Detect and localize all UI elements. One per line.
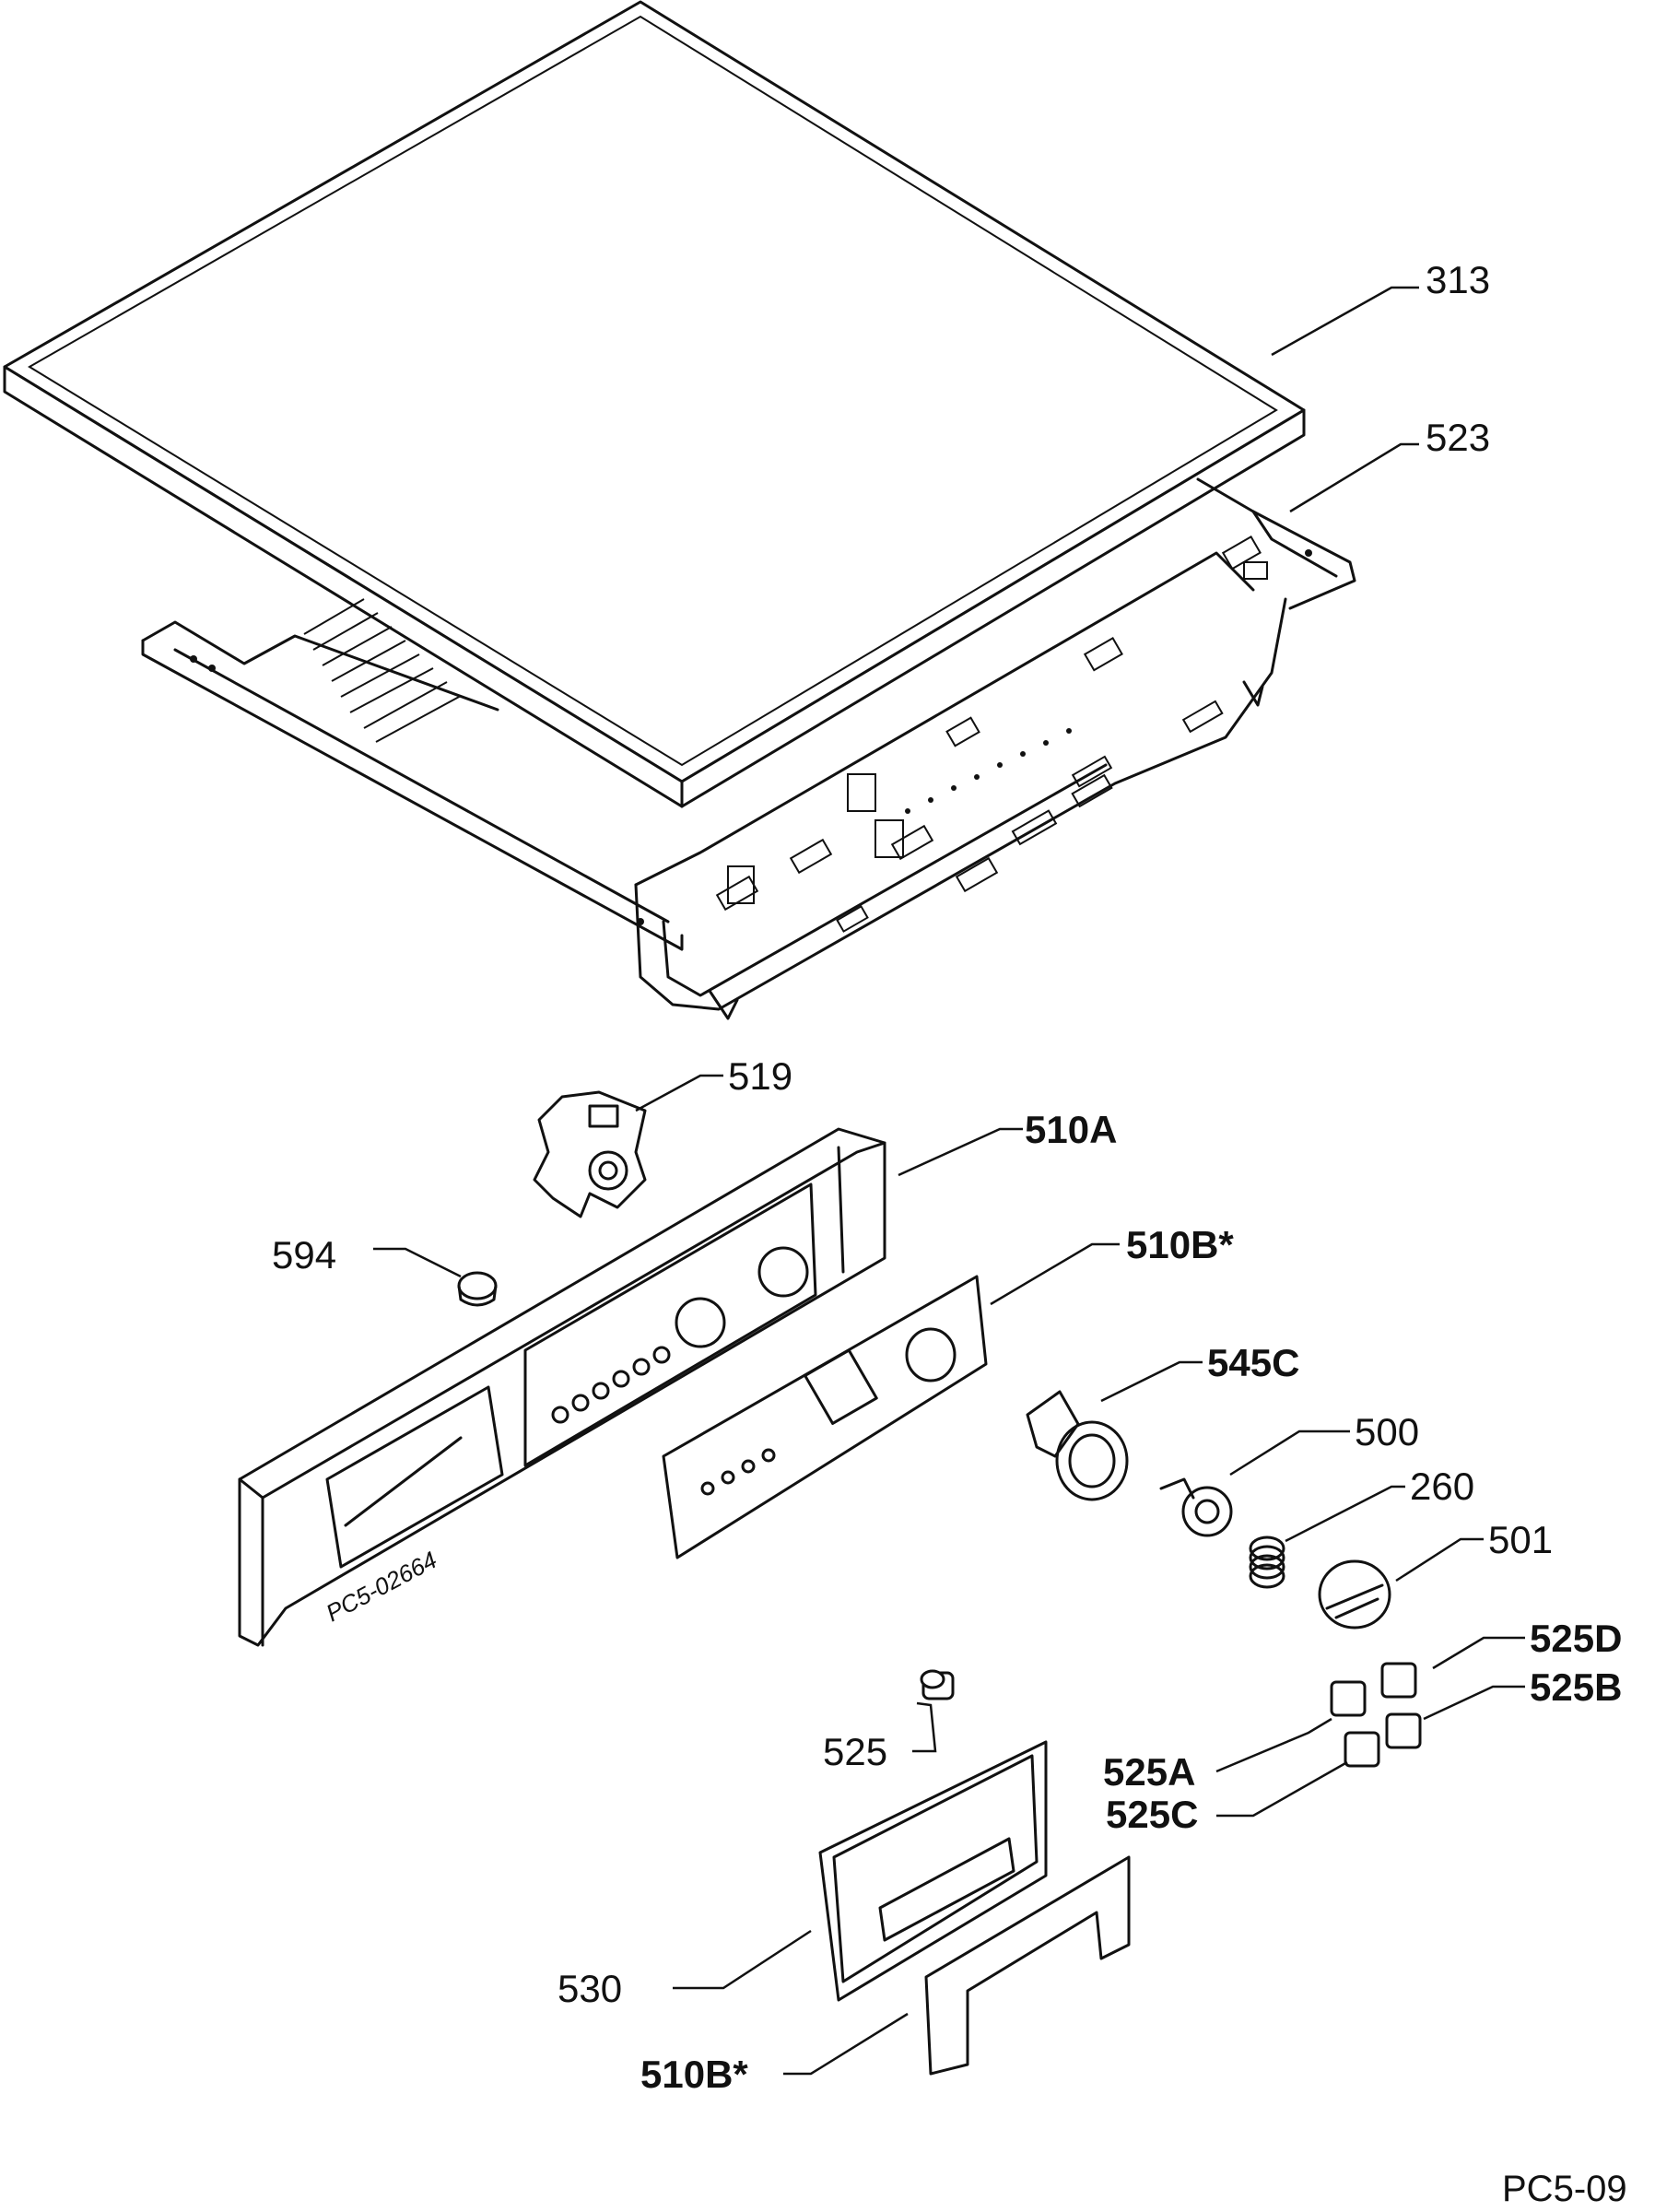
label-510B-bottom: 510B* bbox=[640, 2053, 748, 2096]
label-594: 594 bbox=[272, 1233, 336, 1277]
part-523-frame bbox=[141, 477, 1356, 1020]
label-523: 523 bbox=[1426, 416, 1490, 459]
part-260-spring bbox=[1249, 1535, 1285, 1589]
part-510B-display-plate bbox=[662, 1275, 988, 1559]
label-525A: 525A bbox=[1103, 1750, 1195, 1794]
label-530: 530 bbox=[558, 1967, 622, 2010]
part-313-worktop bbox=[3, 0, 1306, 808]
label-313: 313 bbox=[1426, 258, 1490, 301]
part-594-knob bbox=[457, 1271, 498, 1307]
part-500-cam bbox=[1159, 1477, 1233, 1537]
part-501-knob bbox=[1318, 1559, 1391, 1630]
part-525-button bbox=[920, 1669, 955, 1700]
sheet-code: PC5-09 bbox=[1502, 2169, 1627, 2209]
label-545C: 545C bbox=[1207, 1341, 1299, 1384]
label-525C: 525C bbox=[1106, 1793, 1198, 1836]
label-501: 501 bbox=[1488, 1518, 1553, 1561]
part-510B-lower-plate bbox=[924, 1855, 1131, 2076]
label-519: 519 bbox=[728, 1054, 792, 1098]
part-519-bracket bbox=[533, 1090, 647, 1218]
label-260: 260 bbox=[1410, 1465, 1474, 1508]
label-525: 525 bbox=[823, 1730, 887, 1773]
part-530-handle bbox=[818, 1740, 1048, 2002]
label-525B: 525B bbox=[1530, 1665, 1622, 1709]
label-525D: 525D bbox=[1530, 1617, 1622, 1660]
label-500: 500 bbox=[1355, 1410, 1419, 1453]
part-525-button-cluster bbox=[1330, 1662, 1422, 1768]
leader-lines bbox=[373, 286, 1525, 2076]
part-labels: 313 523 519 510A 594 510B* 545C 500 260 … bbox=[272, 258, 1627, 2209]
label-510A: 510A bbox=[1025, 1108, 1117, 1151]
label-510B-top: 510B* bbox=[1126, 1223, 1234, 1266]
part-545C-knob-bearing bbox=[1026, 1390, 1129, 1501]
